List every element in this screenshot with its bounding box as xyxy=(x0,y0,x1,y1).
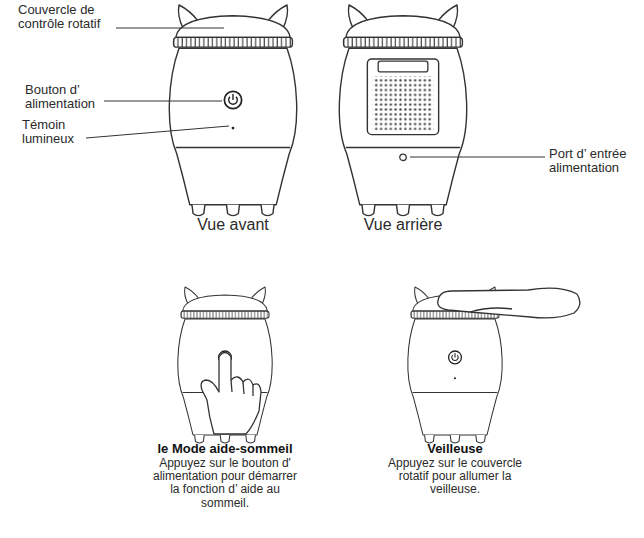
leader-lines xyxy=(86,28,545,157)
view-caption: Vue avant xyxy=(153,217,313,234)
mode-description: Appuyez sur le couvercle rotatif pour al… xyxy=(385,457,525,497)
mode-heading: Veilleuse xyxy=(365,442,545,456)
hand-pressing-button xyxy=(201,353,261,435)
front-view-device xyxy=(169,5,296,216)
part-label: Témoin lumineux xyxy=(22,118,90,145)
sleep-mode-device xyxy=(178,287,272,443)
part-label: Couvercle de contrôle rotatif xyxy=(18,3,130,30)
mode-description: Appuyez sur le bouton d' alimentation po… xyxy=(147,457,303,510)
mode-heading: le Mode aide-sommeil xyxy=(135,442,315,456)
part-label: Port d’ entrée alimentation xyxy=(549,147,641,174)
part-label: Bouton d’ alimentation xyxy=(25,83,103,110)
view-caption: Vue arrière xyxy=(323,217,483,234)
back-view-device xyxy=(339,5,466,216)
hand-pressing-lid xyxy=(438,288,580,318)
